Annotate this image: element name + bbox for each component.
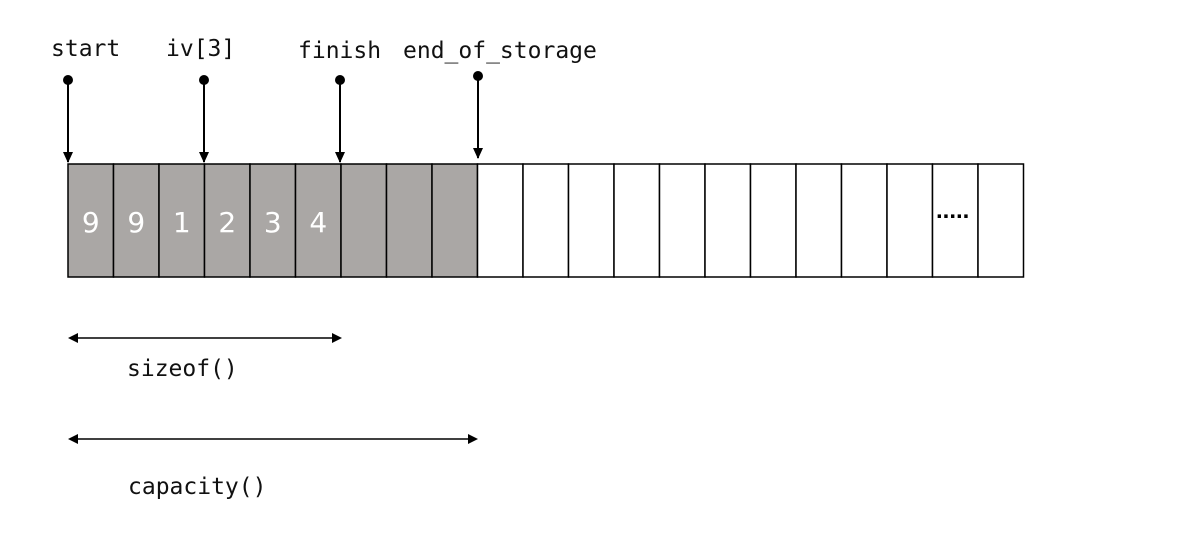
pointer-label-finish: finish bbox=[298, 38, 381, 64]
array-cell-empty bbox=[840, 163, 888, 278]
array-cell-used bbox=[340, 163, 388, 278]
pointer-arrow-start bbox=[63, 75, 73, 163]
array-cell-used bbox=[67, 163, 115, 278]
array-cell-empty bbox=[613, 163, 661, 278]
array-cell-value: 4 bbox=[309, 206, 327, 239]
sizeof-label: sizeof() bbox=[127, 356, 238, 382]
array-cell-value: 9 bbox=[82, 206, 100, 239]
array-cell-empty bbox=[977, 163, 1025, 278]
array-ellipsis: ..... bbox=[936, 197, 969, 224]
array-cell-used bbox=[249, 163, 297, 278]
array-cell-empty bbox=[886, 163, 934, 278]
capacity-range-arrow bbox=[68, 434, 478, 444]
array-cell-empty bbox=[749, 163, 797, 278]
array-cell-used bbox=[385, 163, 433, 278]
array-cell-value: 1 bbox=[173, 206, 191, 239]
array-cell-empty bbox=[476, 163, 524, 278]
array-cell-used bbox=[294, 163, 342, 278]
array-cell-used bbox=[112, 163, 160, 278]
pointer-label-end-of-storage: end_of_storage bbox=[403, 38, 597, 64]
array-cell-used bbox=[203, 163, 251, 278]
pointer-label-iv3: iv[3] bbox=[166, 36, 235, 62]
array-cell-empty bbox=[658, 163, 706, 278]
array-cell-empty bbox=[522, 163, 570, 278]
array-cell-empty bbox=[795, 163, 843, 278]
array-cell-value: 2 bbox=[218, 206, 236, 239]
array-cell-value: 3 bbox=[264, 206, 282, 239]
array-cell-used bbox=[431, 163, 479, 278]
array-cell-empty bbox=[567, 163, 615, 278]
array-cell-empty bbox=[704, 163, 752, 278]
pointer-label-start: start bbox=[51, 36, 120, 62]
array-cell-empty bbox=[931, 163, 979, 278]
sizeof-range-arrow bbox=[68, 333, 342, 343]
pointer-arrow-end-of-storage bbox=[473, 71, 483, 159]
pointer-arrow-finish bbox=[335, 75, 345, 163]
capacity-label: capacity() bbox=[128, 474, 266, 500]
pointer-arrow-iv3 bbox=[199, 75, 209, 163]
array-cell-value: 9 bbox=[127, 206, 145, 239]
